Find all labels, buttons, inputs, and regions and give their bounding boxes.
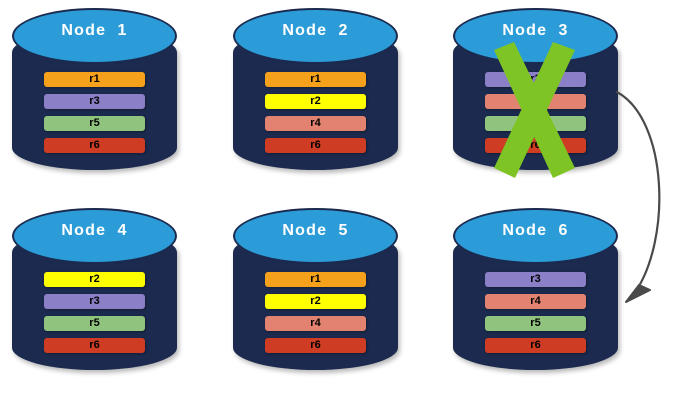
replica-bar[interactable]: r6	[265, 338, 366, 353]
replica-bar[interactable]: r3	[44, 294, 145, 309]
replica-label: r2	[310, 95, 321, 107]
replica-bar[interactable]: r4	[265, 116, 366, 131]
replica-label: r4	[530, 95, 541, 107]
node-title: Node 4	[61, 222, 128, 239]
replica-bar[interactable]: r1	[44, 72, 145, 87]
replica-bar[interactable]: r3	[44, 94, 145, 109]
replica-label: r2	[89, 273, 100, 285]
replica-label: r2	[310, 295, 321, 307]
replica-label: r6	[310, 139, 321, 151]
replica-label: r6	[89, 339, 100, 351]
replica-bar[interactable]: r2	[44, 272, 145, 287]
replica-label: r3	[89, 295, 100, 307]
replica-label: r1	[310, 273, 321, 285]
replica-label: r3	[530, 273, 541, 285]
replica-label: r4	[310, 117, 321, 129]
replica-label: r6	[530, 339, 541, 351]
replica-bar[interactable]: r5	[44, 316, 145, 331]
database-node-1[interactable]: Node 1 r1 r3 r5 r6	[12, 8, 177, 186]
replica-list: r3 r4 r5 r6	[485, 72, 586, 160]
replica-label: r4	[310, 317, 321, 329]
database-node-4[interactable]: Node 4 r2 r3 r5 r6	[12, 208, 177, 386]
replica-label: r3	[530, 73, 541, 85]
replica-bar[interactable]: r6	[265, 138, 366, 153]
replica-bar[interactable]: r4	[485, 94, 586, 109]
replica-label: r5	[89, 317, 100, 329]
replica-bar[interactable]: r2	[265, 94, 366, 109]
replica-label: r6	[310, 339, 321, 351]
replica-list: r1 r2 r4 r6	[265, 272, 366, 360]
replica-label: r3	[89, 95, 100, 107]
replica-bar[interactable]: r4	[265, 316, 366, 331]
node-title: Node 6	[502, 222, 569, 239]
replica-bar[interactable]: r6	[44, 338, 145, 353]
database-node-6[interactable]: Node 6 r3 r4 r5 r6	[453, 208, 618, 386]
cylinder-top-ellipse	[453, 208, 618, 264]
replica-bar[interactable]: r5	[44, 116, 145, 131]
database-node-5[interactable]: Node 5 r1 r2 r4 r6	[233, 208, 398, 386]
database-node-3[interactable]: Node 3 r3 r4 r5 r6	[453, 8, 618, 186]
replica-bar[interactable]: r5	[485, 316, 586, 331]
node-title: Node 2	[282, 22, 349, 39]
cylinder-top-ellipse	[233, 8, 398, 64]
replica-list: r3 r4 r5 r6	[485, 272, 586, 360]
cylinder-top-ellipse	[12, 208, 177, 264]
cylinder-top-ellipse	[12, 8, 177, 64]
replica-bar[interactable]: r6	[485, 138, 586, 153]
replica-bar[interactable]: r6	[485, 338, 586, 353]
replica-label: r6	[530, 139, 541, 151]
database-node-2[interactable]: Node 2 r1 r2 r4 r6	[233, 8, 398, 186]
replica-bar[interactable]: r4	[485, 294, 586, 309]
node-title: Node 3	[502, 22, 569, 39]
replica-label: r6	[89, 139, 100, 151]
replica-list: r1 r2 r4 r6	[265, 72, 366, 160]
replica-bar[interactable]: r3	[485, 272, 586, 287]
replica-bar[interactable]: r2	[265, 294, 366, 309]
replica-label: r4	[530, 295, 541, 307]
replica-label: r1	[89, 73, 100, 85]
failover-arrow-head	[625, 284, 651, 303]
replica-label: r5	[89, 117, 100, 129]
node-title: Node 1	[61, 22, 128, 39]
replica-list: r1 r3 r5 r6	[44, 72, 145, 160]
cylinder-top-ellipse	[233, 208, 398, 264]
node-title: Node 5	[282, 222, 349, 239]
replica-bar[interactable]: r1	[265, 72, 366, 87]
replica-bar[interactable]: r1	[265, 272, 366, 287]
replica-bar[interactable]: r6	[44, 138, 145, 153]
replica-bar[interactable]: r5	[485, 116, 586, 131]
replica-label: r1	[310, 73, 321, 85]
replica-label: r5	[530, 117, 541, 129]
failover-arrow-curve	[615, 90, 661, 296]
replica-label: r5	[530, 317, 541, 329]
replica-list: r2 r3 r5 r6	[44, 272, 145, 360]
replica-bar[interactable]: r3	[485, 72, 586, 87]
